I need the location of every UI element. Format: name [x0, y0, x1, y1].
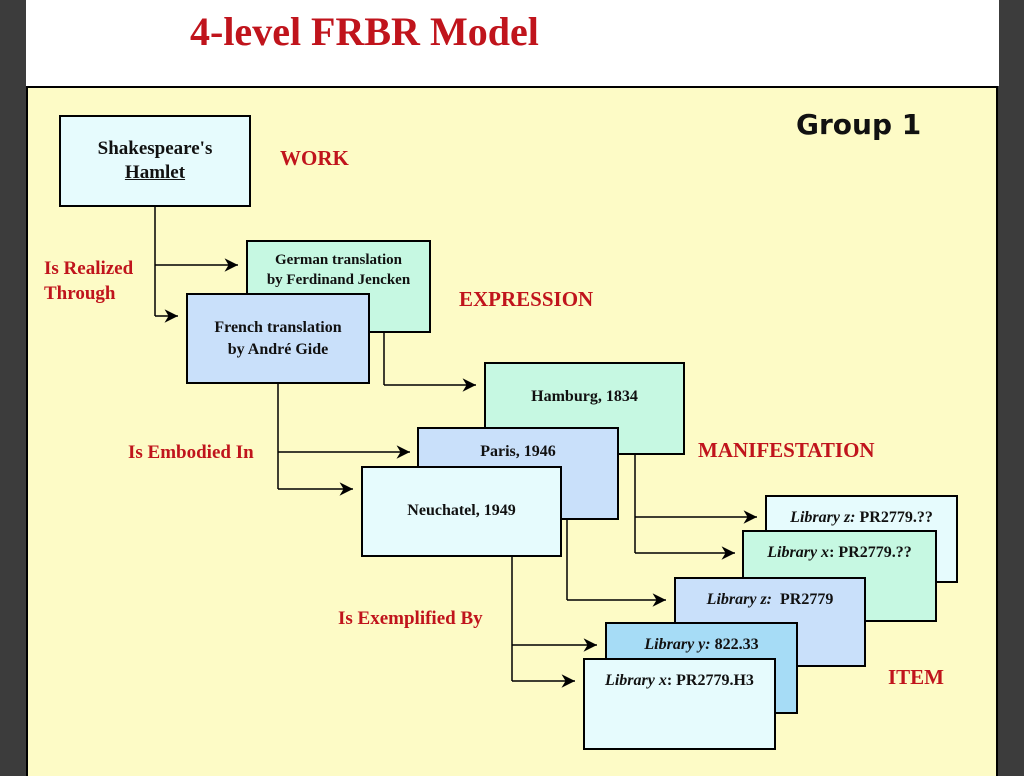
relationship-embodied-in: Is Embodied In	[128, 442, 254, 463]
item-x-top-library: Library x	[767, 544, 830, 561]
manifestation-hamburg-label: Hamburg, 1834	[531, 388, 638, 405]
expression-french-line2: by André Gide	[227, 340, 329, 358]
work-box: Shakespeare's Hamlet	[59, 115, 251, 207]
item-z-top-library: Library z:	[790, 509, 856, 526]
relationship-realized-line1: Is Realized	[44, 258, 134, 279]
expression-french-line1: French translation	[214, 318, 342, 336]
manifestation-paris-label: Paris, 1946	[480, 443, 556, 460]
relationship-exemplified-by: Is Exemplified By	[338, 608, 483, 629]
level-label-expression: EXPRESSION	[459, 287, 594, 311]
item-z-mid-callno: PR2779	[772, 591, 834, 608]
work-title-line1: Shakespeare's	[97, 138, 213, 159]
expression-german-line2: by Ferdinand Jencken	[266, 272, 411, 288]
slide-title: 4-level FRBR Model	[190, 9, 539, 54]
item-z-mid-library: Library z:	[706, 591, 772, 608]
item-x-bottom-callno: : PR2779.H3	[666, 672, 754, 689]
expression-german-line1: German translation	[274, 252, 403, 268]
manifestation-box-neuchatel: Neuchatel, 1949	[361, 466, 562, 557]
level-label-item: ITEM	[888, 665, 945, 689]
item-z-top-callno: PR2779.??	[855, 509, 933, 526]
slide-header	[26, 0, 999, 86]
group-label: Group 1	[796, 108, 922, 141]
item-x-bottom-library: Library x	[605, 672, 667, 689]
item-y-callno: 822.33	[710, 636, 759, 653]
item-y-library: Library y:	[644, 636, 711, 653]
item-x-top-callno: : PR2779.??	[829, 544, 912, 561]
item-box-library-x-bottom: Library x: PR2779.H3	[583, 658, 776, 750]
expression-box-french: French translation by André Gide	[186, 293, 370, 384]
work-title-line2: Hamlet	[124, 162, 186, 183]
level-label-work: WORK	[280, 146, 349, 170]
level-label-manifestation: MANIFESTATION	[698, 438, 875, 462]
manifestation-neuchatel-label: Neuchatel, 1949	[407, 502, 516, 519]
relationship-realized-through: Is Realized Through	[44, 256, 133, 306]
relationship-realized-line2: Through	[44, 283, 116, 304]
